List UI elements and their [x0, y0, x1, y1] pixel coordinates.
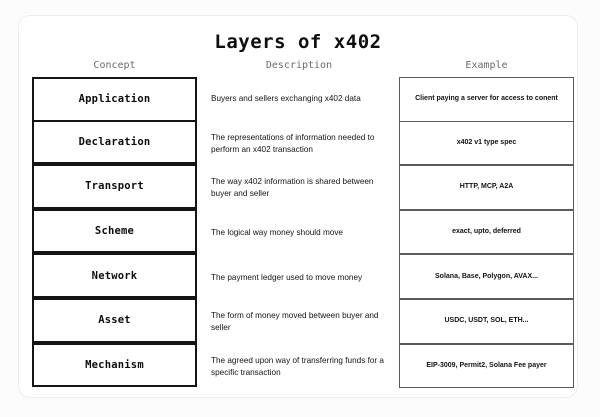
- example-text: x402 v1 type spec: [456, 138, 517, 146]
- table-row: Application Buyers and sellers exchangin…: [19, 77, 579, 122]
- concept-box: Asset: [32, 297, 197, 343]
- page-title: Layers of x402: [214, 31, 382, 53]
- table-row: Mechanism The agreed upon way of transfe…: [19, 342, 579, 390]
- concept-label: Transport: [85, 180, 144, 193]
- concept-box: Transport: [32, 164, 197, 209]
- example-text: Solana, Base, Polygon, AVAX...: [435, 272, 538, 280]
- table-row: Declaration The representations of infor…: [19, 119, 579, 167]
- column-header-concept: Concept: [93, 60, 136, 71]
- example-text: USDC, USDT, SOL, ETH...: [444, 317, 529, 325]
- table-row: Asset The form of money moved between bu…: [19, 297, 579, 345]
- concept-box: Network: [32, 253, 197, 298]
- example-box: x402 v1 type spec: [399, 120, 574, 166]
- example-text: Client paying a server for access to con…: [415, 95, 558, 103]
- description-cell: The logical way money should move: [211, 211, 391, 256]
- concept-box: Declaration: [32, 119, 197, 165]
- example-text: EIP-3009, Permit2, Solana Fee payer: [426, 361, 547, 369]
- description-text: The form of money moved between buyer an…: [211, 311, 379, 333]
- concept-box: Application: [32, 77, 197, 122]
- diagram-card: Layers of x402 Concept Description Examp…: [18, 15, 578, 398]
- example-text: exact, upto, deferred: [452, 228, 521, 236]
- description-text: The payment ledger used to move money: [211, 272, 363, 282]
- table-row: Scheme The logical way money should move…: [19, 208, 579, 256]
- description-text: The agreed upon way of transferring fund…: [211, 355, 384, 377]
- column-header-description: Description: [265, 60, 333, 71]
- description-text: The way x402 information is shared betwe…: [211, 177, 374, 199]
- description-cell: Buyers and sellers exchanging x402 data: [211, 77, 391, 122]
- description-cell: The way x402 information is shared betwe…: [211, 166, 391, 211]
- concept-label: Asset: [98, 314, 131, 327]
- description-cell: The payment ledger used to move money: [211, 255, 391, 300]
- layers-table: Application Buyers and sellers exchangin…: [19, 77, 579, 389]
- example-box: USDC, USDT, SOL, ETH...: [399, 298, 574, 344]
- description-cell: The representations of information neede…: [211, 122, 391, 167]
- concept-label: Scheme: [94, 225, 135, 238]
- example-box: exact, upto, deferred: [399, 209, 574, 255]
- concept-label: Network: [91, 269, 138, 282]
- column-header-example: Example: [465, 60, 508, 71]
- concept-box: Mechanism: [32, 342, 197, 388]
- example-box: HTTP, MCP, A2A: [399, 165, 574, 210]
- concept-label: Application: [78, 93, 151, 106]
- description-cell: The form of money moved between buyer an…: [211, 300, 391, 345]
- example-box: Solana, Base, Polygon, AVAX...: [399, 254, 574, 299]
- description-cell: The agreed upon way of transferring fund…: [211, 345, 391, 390]
- description-text: The logical way money should move: [211, 228, 343, 238]
- table-row: Transport The way x402 information is sh…: [19, 164, 579, 211]
- concept-label: Declaration: [78, 135, 151, 148]
- example-text: HTTP, MCP, A2A: [459, 183, 514, 191]
- concept-label: Mechanism: [85, 358, 144, 371]
- example-box: Client paying a server for access to con…: [399, 77, 574, 122]
- example-box: EIP-3009, Permit2, Solana Fee payer: [399, 343, 574, 389]
- description-text: Buyers and sellers exchanging x402 data: [211, 94, 361, 104]
- concept-box: Scheme: [32, 208, 197, 254]
- description-text: The representations of information neede…: [211, 132, 375, 154]
- table-row: Network The payment ledger used to move …: [19, 253, 579, 300]
